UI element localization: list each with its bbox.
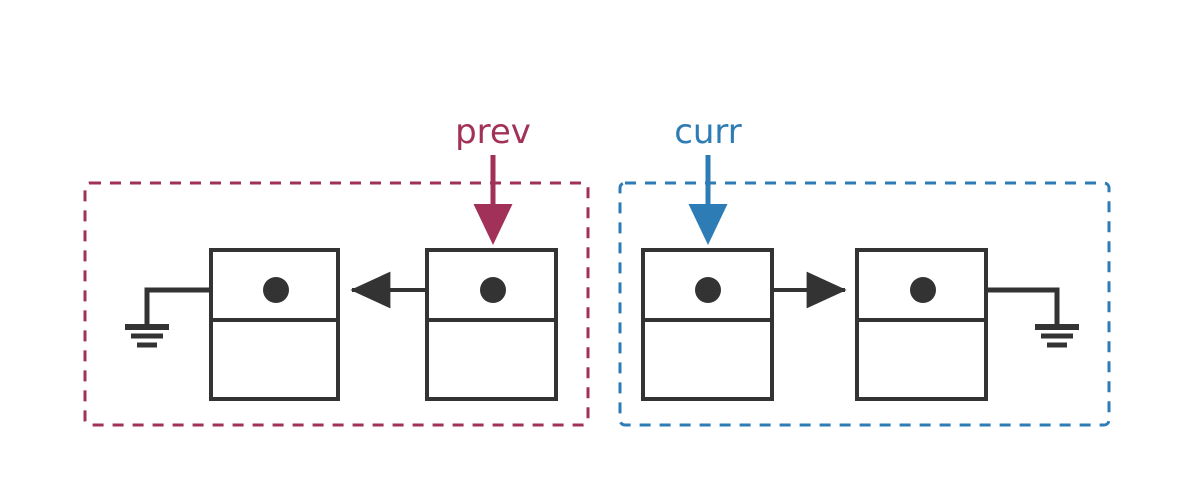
group-curr-dashed-border xyxy=(618,181,1111,427)
list-node[interactable] xyxy=(855,248,988,401)
pointer-dot xyxy=(480,277,506,303)
node-box xyxy=(641,248,774,401)
pointer-dot xyxy=(695,277,721,303)
pointer-label-curr: curr xyxy=(674,112,742,152)
pointer-dot xyxy=(910,277,936,303)
list-node[interactable] xyxy=(641,248,774,401)
list-node[interactable] xyxy=(209,248,340,401)
node-box xyxy=(209,248,340,401)
list-node[interactable] xyxy=(425,248,558,401)
ground-icon-left xyxy=(125,324,169,348)
pointer-dot xyxy=(263,277,289,303)
pointer-label-prev: prev xyxy=(455,112,531,152)
ground-icon-right xyxy=(1035,324,1079,348)
group-prev[interactable]: prev xyxy=(83,112,590,427)
node-box xyxy=(425,248,558,401)
group-prev-dashed-border xyxy=(83,181,590,427)
group-curr[interactable]: curr xyxy=(618,112,1111,427)
node-box xyxy=(855,248,988,401)
